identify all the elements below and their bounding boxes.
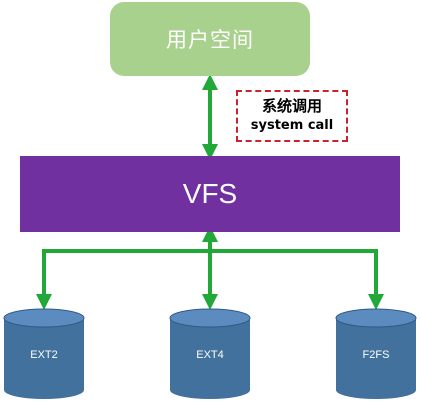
vfs-box: VFS xyxy=(20,156,400,232)
system-call-label-en: system call xyxy=(250,118,334,133)
vfs-label: VFS xyxy=(182,178,238,209)
f2fs-label: F2FS xyxy=(362,349,390,361)
system-call-box: 系统调用 system call xyxy=(236,90,348,142)
user-space-label: 用户空间 xyxy=(166,28,254,52)
f2fs-cylinder xyxy=(335,308,417,399)
system-call-label-cn: 系统调用 xyxy=(261,97,322,115)
ext4-label: EXT4 xyxy=(196,349,224,361)
ext2-label: EXT2 xyxy=(30,349,58,361)
ext2-cylinder xyxy=(3,308,85,399)
user-space-box: 用户空间 xyxy=(110,2,310,76)
ext4-cylinder xyxy=(169,308,251,399)
